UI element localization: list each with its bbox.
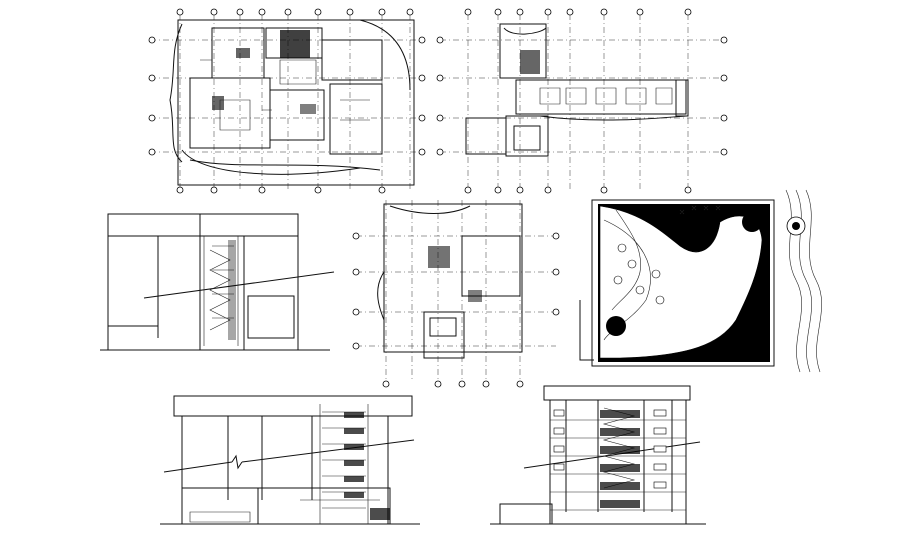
rear-elevation xyxy=(490,385,706,525)
north-arrow-icon xyxy=(786,216,806,236)
front-elevation xyxy=(100,213,335,351)
tower-floor-plan xyxy=(352,200,560,388)
site-plan xyxy=(579,189,823,373)
ground-floor-plan xyxy=(148,8,426,194)
upper-floor-plan xyxy=(436,8,728,194)
side-elevation xyxy=(160,395,420,525)
